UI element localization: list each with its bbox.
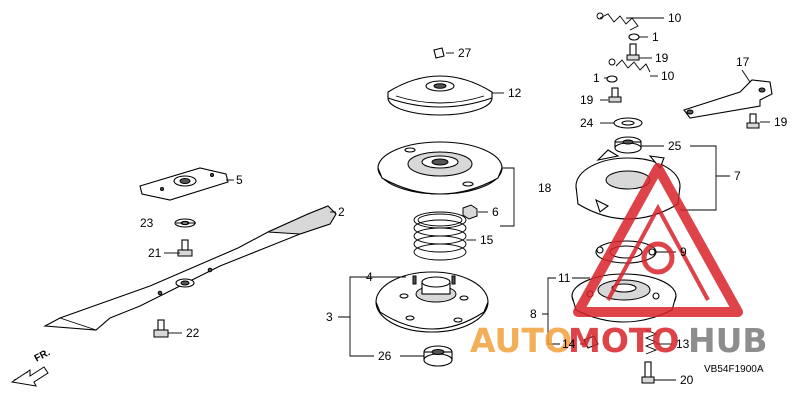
front-label: FR. — [33, 347, 53, 364]
diagram-code: VB54F1900A — [704, 364, 764, 375]
callout-10-lower[interactable]: 10 — [661, 69, 675, 83]
callout-11[interactable]: 11 — [558, 271, 571, 285]
watermark-text-orange: AUTO — [470, 321, 572, 360]
bolt-part-19-right[interactable] — [746, 113, 760, 129]
callout-21[interactable]: 21 — [148, 246, 162, 260]
spring-part-10-lower[interactable] — [608, 58, 651, 73]
lower-disc-part-4[interactable] — [375, 271, 489, 333]
callout-15[interactable]: 15 — [480, 233, 494, 247]
callout-23[interactable]: 23 — [140, 216, 154, 230]
watermark-text-red: MOTO — [568, 321, 679, 360]
bolt-part-19-middle[interactable] — [608, 87, 622, 103]
nut-part-6[interactable] — [462, 204, 478, 220]
callout-27[interactable]: 27 — [458, 46, 472, 60]
cover-part-12[interactable] — [387, 75, 493, 116]
callout-3[interactable]: 3 — [326, 310, 333, 324]
callout-19-upper[interactable]: 19 — [655, 51, 669, 65]
callout-20[interactable]: 20 — [680, 373, 694, 387]
spring-part-10-upper[interactable] — [596, 12, 639, 31]
callout-14[interactable]: 14 — [562, 337, 576, 351]
washer-part-24[interactable] — [613, 117, 643, 129]
blade-bracket-part-5[interactable] — [139, 167, 229, 201]
spring-part-15[interactable] — [413, 211, 467, 261]
callout-9[interactable]: 9 — [680, 245, 687, 259]
collar-part-1-upper[interactable] — [628, 33, 640, 41]
lever-part-17[interactable] — [683, 79, 773, 119]
callout-7[interactable]: 7 — [734, 169, 741, 183]
leader-lines — [164, 17, 770, 381]
bearing-part-25[interactable] — [614, 136, 642, 154]
callout-12[interactable]: 12 — [508, 86, 522, 100]
callout-18[interactable]: 18 — [538, 181, 552, 195]
callout-2[interactable]: 2 — [338, 205, 345, 219]
front-arrow-icon — [10, 366, 49, 387]
callout-8[interactable]: 8 — [530, 307, 537, 321]
watermark-logo: AUTO MOTO HUB — [470, 163, 768, 360]
pin-part-14[interactable] — [583, 335, 599, 349]
clutch-disc-part-18[interactable] — [377, 141, 503, 195]
callout-26[interactable]: 26 — [378, 349, 392, 363]
callout-19-right[interactable]: 19 — [774, 115, 788, 129]
callout-6[interactable]: 6 — [492, 205, 499, 219]
bolt-part-20[interactable] — [641, 361, 655, 384]
callout-1-lower[interactable]: 1 — [593, 71, 600, 85]
callout-22[interactable]: 22 — [186, 326, 200, 340]
callout-1-upper[interactable]: 1 — [652, 30, 659, 44]
key-part-27[interactable] — [433, 47, 445, 59]
callout-17[interactable]: 17 — [736, 55, 750, 69]
watermark-text-gray: HUB — [688, 321, 768, 360]
blade-part-2[interactable] — [43, 205, 337, 331]
callout-19-middle[interactable]: 19 — [580, 93, 594, 107]
bearing-part-26[interactable] — [423, 345, 453, 367]
callout-5[interactable]: 5 — [236, 173, 243, 187]
bolt-part-22[interactable] — [153, 319, 169, 338]
spring-part-13[interactable] — [644, 329, 658, 355]
collar-part-1-lower[interactable] — [606, 75, 618, 83]
callout-10-upper[interactable]: 10 — [668, 11, 682, 25]
callout-13[interactable]: 13 — [676, 337, 690, 351]
callout-4[interactable]: 4 — [366, 270, 373, 284]
callout-labels: 5 2 23 21 22 27 12 18 6 15 4 3 26 10 1 1… — [33, 11, 788, 387]
callout-25[interactable]: 25 — [668, 139, 682, 153]
bolt-part-21[interactable] — [177, 239, 193, 257]
bolt-part-19-upper[interactable] — [626, 43, 640, 61]
callout-24[interactable]: 24 — [580, 116, 594, 130]
